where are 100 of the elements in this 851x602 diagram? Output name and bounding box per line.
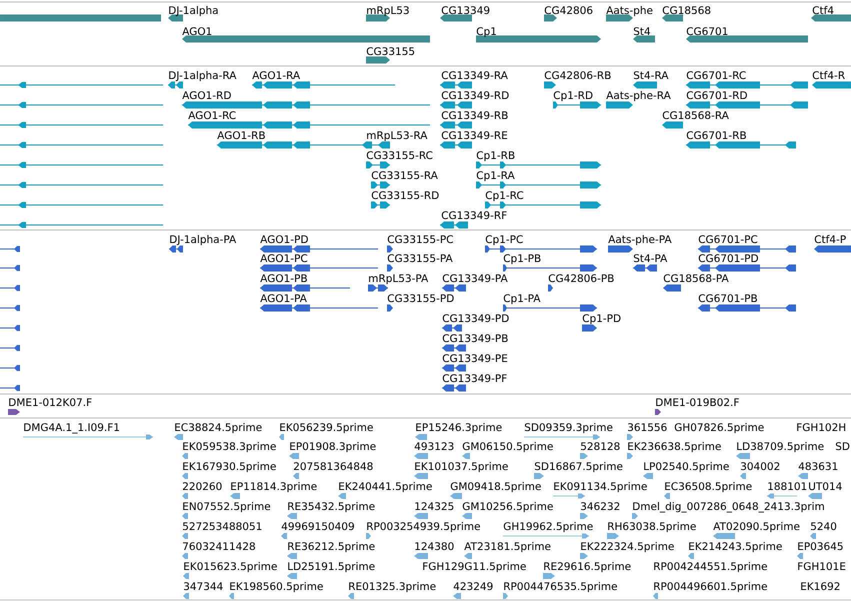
feature-label: EK198560.5prime: [230, 582, 323, 592]
feature-label: GM06150.5prime: [462, 442, 553, 452]
feature-label: CG13349-RB: [442, 111, 508, 120]
feature-label: mRpL53-PA: [369, 274, 428, 284]
feature-label: Ctf4-R: [812, 71, 845, 80]
feature-label: FGH102H: [797, 423, 846, 432]
feature-label: DJ-1alpha-RA: [169, 71, 236, 82]
feature-label: EK056239.5prime: [280, 423, 373, 434]
feature-label: CG13349-PB: [442, 334, 508, 342]
feature-label: 207581364848: [294, 462, 373, 470]
feature-label: DME1-019B02.F: [656, 398, 739, 406]
feature-label: 347344: [184, 582, 223, 590]
feature-label: Aats-phe-RA: [606, 91, 671, 102]
feature-label: GH19962.5prime: [504, 522, 593, 532]
feature-label: SD09359.3prime: [524, 423, 612, 434]
feature-label: GM09418.5prime: [450, 482, 541, 492]
feature-label: 220260: [182, 482, 222, 490]
feature-label: AGO1-PC: [260, 254, 308, 262]
feature-label: DJ-1alpha-PA: [170, 235, 236, 246]
feature-label: CG13349-RD: [442, 91, 509, 100]
feature-label: CG42806: [544, 6, 592, 14]
feature-label: CG6701-RB: [686, 131, 746, 140]
feature-label: DJ-1alpha: [169, 6, 218, 16]
feature-label: mRpL53-RA: [367, 131, 428, 142]
feature-label: RE01325.3prime: [349, 582, 436, 592]
feature-label: Cp1-PC: [486, 235, 523, 246]
feature-label: Cp1-PA: [504, 294, 540, 304]
feature-label: SD: [836, 442, 850, 450]
feature-label: EK214243.5prime: [689, 542, 782, 552]
feature-label: SD16867.5prime: [534, 462, 622, 472]
feature-label: AT02090.5prime: [713, 522, 800, 532]
feature-label: EK091134.5prime: [554, 482, 647, 492]
feature-label: CG6701-PC: [698, 235, 758, 244]
feature-label: CG33155-PA: [388, 254, 453, 262]
feature-label: AT23181.5prime: [464, 542, 550, 552]
feature-label: EK240441.5prime: [339, 482, 432, 492]
feature-label: Cp1-RB: [476, 151, 514, 162]
feature-label: Ctf4-P: [814, 235, 846, 244]
feature-label: 346232: [581, 502, 620, 510]
feature-label: CG6701-RD: [686, 91, 747, 100]
feature-label: Cp1: [476, 27, 496, 38]
feature-label: EP01908.3prime: [290, 442, 376, 452]
feature-label: AGO1-PD: [260, 235, 308, 244]
feature-label: 124380: [415, 542, 454, 550]
feature-label: CG33155-RD: [372, 191, 439, 200]
feature-label: RH63038.5prime: [608, 522, 696, 532]
feature-label: 423249: [454, 582, 493, 590]
feature-label: CG13349-PE: [442, 354, 508, 362]
feature-label: EP15246.3prime: [416, 423, 502, 434]
feature-label: CG18568-PA: [664, 274, 729, 282]
feature-label: 124325: [415, 502, 454, 510]
feature-label: 483631: [798, 462, 838, 470]
feature-label: 49969150409: [282, 522, 354, 530]
feature-label: 493123: [414, 442, 454, 450]
feature-label: CG42806-RB: [544, 71, 611, 80]
feature-label: CG42806-PB: [548, 274, 614, 282]
feature-label: CG13349-PA: [442, 274, 508, 282]
feature-label: 528128: [581, 442, 620, 450]
feature-label: EP11814.3prime: [231, 482, 317, 492]
feature-label: CG13349-RF: [442, 211, 507, 220]
feature-label: DMG4A.1_1.I09.F1: [24, 423, 119, 434]
feature-label: LD38709.5prime: [737, 442, 824, 452]
feature-label: CG33155-PC: [388, 235, 453, 244]
feature-label: St4: [634, 27, 650, 36]
feature-label: FGH101E: [798, 562, 846, 570]
feature-label: CG13349-RA: [442, 71, 508, 80]
feature-label: 304002: [741, 462, 780, 470]
feature-label: CG6701: [686, 27, 728, 36]
feature-label: EK059538.3prime: [183, 442, 276, 452]
feature-label: RE36212.5prime: [288, 542, 375, 552]
feature-label: CG13349: [442, 6, 490, 14]
feature-label: CG13349-PD: [442, 314, 509, 322]
feature-label: Cp1-RA: [476, 171, 515, 182]
feature-label: CG6701-PB: [698, 294, 757, 302]
feature-label: Cp1-PD: [582, 314, 620, 324]
feature-label: EC36508.5prime: [665, 482, 752, 492]
feature-label: Aats-phe-PA: [608, 235, 672, 246]
feature-label: LP02540.5prime: [644, 462, 729, 472]
feature-label: EK167930.5prime: [183, 462, 276, 472]
feature-label: GM10256.5prime: [462, 502, 553, 512]
feature-label: AGO1: [182, 27, 212, 36]
feature-label: RP004244551.5prime: [654, 562, 767, 572]
feature-label: RP004476535.5prime: [504, 582, 617, 592]
feature-label: St4-PA: [634, 254, 668, 262]
feature-label: CG33155-RA: [372, 171, 438, 180]
feature-label: AGO1-PA: [260, 294, 307, 302]
feature-label: UT014: [809, 482, 842, 490]
feature-label: EC38824.5prime: [175, 423, 262, 434]
feature-label: St4-RA: [634, 71, 668, 80]
feature-label: 361556: [628, 423, 667, 432]
feature-label: CG6701-PD: [698, 254, 758, 262]
feature-label: FGH129G11.5prime: [423, 562, 526, 572]
feature-label: Ctf4: [812, 6, 834, 14]
feature-label: 527253488051: [183, 522, 262, 530]
feature-label: 188101: [768, 482, 806, 490]
feature-label: CG6701-RC: [686, 71, 746, 80]
feature-label: GH07826.5prime: [674, 423, 764, 434]
feature-label: DME1-012K07.F: [9, 398, 92, 406]
feature-label: Aats-phe: [606, 6, 652, 16]
feature-label: CG33155: [366, 47, 414, 56]
